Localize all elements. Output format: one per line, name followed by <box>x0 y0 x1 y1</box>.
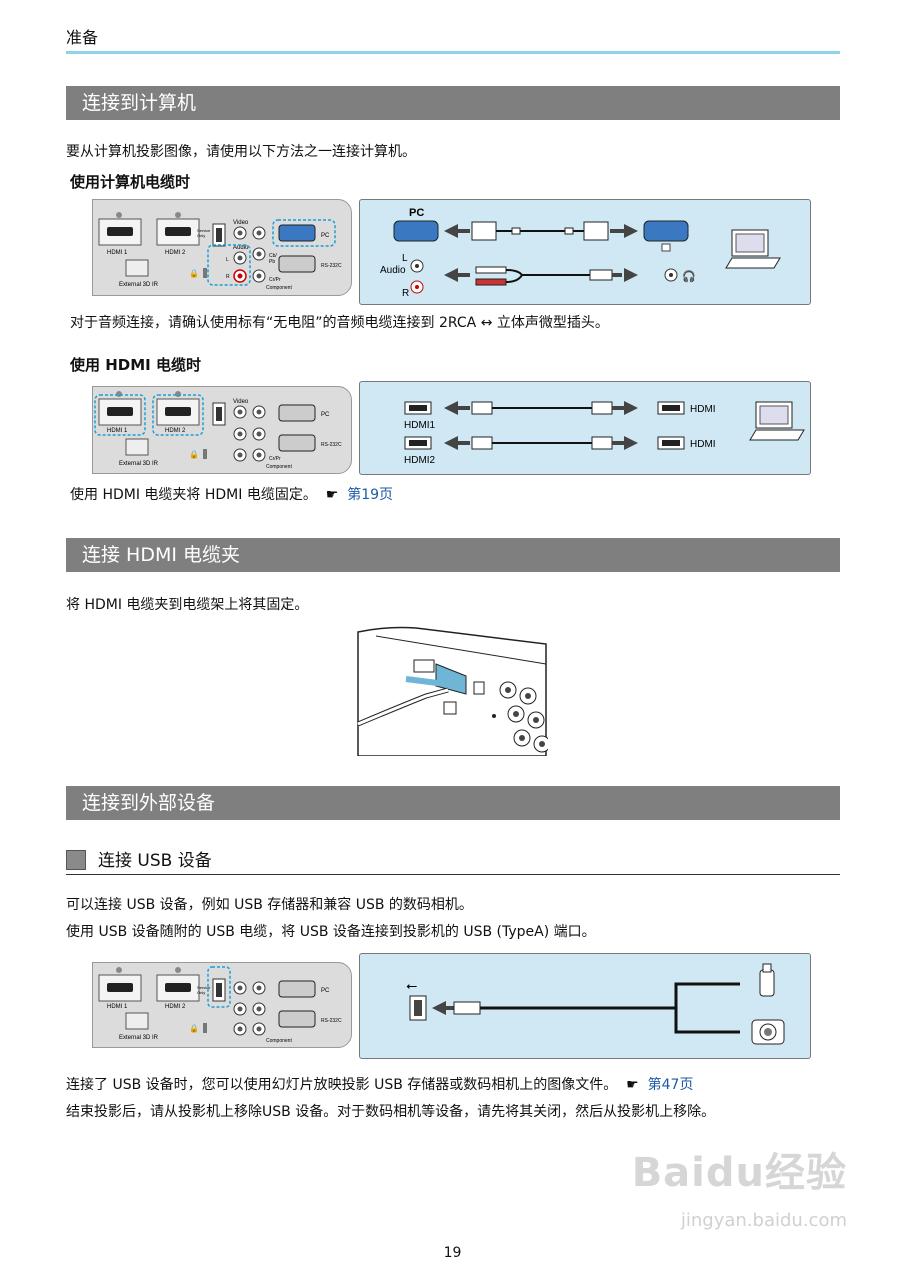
header-rule <box>66 51 840 54</box>
svg-text:🎧: 🎧 <box>682 270 696 283</box>
svg-text:HDMI 2: HDMI 2 <box>165 250 186 256</box>
svg-text:HDMI 1: HDMI 1 <box>107 250 128 256</box>
svg-text:Component: Component <box>266 1038 292 1044</box>
svg-text:RS-232C: RS-232C <box>321 1018 342 1024</box>
svg-text:HDMI 2: HDMI 2 <box>165 428 186 434</box>
svg-text:Pb: Pb <box>269 259 275 265</box>
usb-line-3-text: 连接了 USB 设备时，您可以使用幻灯片放映投影 USB 存储器或数码相机上的图… <box>66 1077 618 1093</box>
diagram-pc-label: PC <box>409 207 424 219</box>
pointing-hand-icon-2: ☛ <box>621 1077 644 1093</box>
svg-text:PC: PC <box>321 988 330 994</box>
hdmi-note-text: 使用 HDMI 电缆夹将 HDMI 电缆固定。 <box>70 487 317 503</box>
computer-intro: 要从计算机投影图像，请使用以下方法之一连接计算机。 <box>66 144 416 160</box>
clip-text: 将 HDMI 电缆夹到电缆架上将其固定。 <box>66 597 309 613</box>
svg-text:Audio: Audio <box>233 245 249 251</box>
svg-text:L: L <box>226 257 229 263</box>
usb-cable-diagram: ⭠ <box>359 953 811 1059</box>
svg-text:Cr/Pr: Cr/Pr <box>269 456 281 462</box>
diagram-hdmi-in-label-2: HDMI <box>690 439 716 450</box>
usb-line-1: 可以连接 USB 设备，例如 USB 存储器和兼容 USB 的数码相机。 <box>66 897 473 913</box>
svg-text:HDMI 2: HDMI 2 <box>165 1004 186 1010</box>
svg-text:RS-232C: RS-232C <box>321 263 342 269</box>
svg-text:R: R <box>226 274 230 280</box>
usb-subtitle: 连接 USB 设备 <box>98 851 212 871</box>
page-number: 19 <box>443 1245 462 1261</box>
svg-text:🔒: 🔒 <box>189 1024 199 1033</box>
svg-text:Service: Service <box>197 228 211 233</box>
section-title-clip: 连接 HDMI 电缆夹 <box>66 538 840 572</box>
diagram-audio-label: Audio <box>380 265 406 276</box>
usb-line-3: 连接了 USB 设备时，您可以使用幻灯片放映投影 USB 存储器或数码相机上的图… <box>66 1074 693 1096</box>
square-bullet-icon <box>66 850 86 870</box>
svg-text:HDMI 1: HDMI 1 <box>107 1004 128 1010</box>
hdmi-cable-diagram: HDMI1 HDMI HDMI2 HDMI <box>359 381 811 475</box>
svg-text:External 3D IR: External 3D IR <box>119 1035 159 1041</box>
svg-text:PC: PC <box>321 233 330 239</box>
svg-text:External 3D IR: External 3D IR <box>119 282 159 288</box>
usb-line-4: 结束投影后，请从投影机上移除USB 设备。对于数码相机等设备，请先将其关闭，然后… <box>66 1104 716 1120</box>
diagram-r-label: R <box>402 288 409 299</box>
svg-text:🔒: 🔒 <box>189 450 199 459</box>
svg-text:Component: Component <box>266 285 292 291</box>
svg-text:Only: Only <box>197 990 205 995</box>
diagram-hdmi-in-label: HDMI <box>690 404 716 415</box>
pc-cable-diagram: PC Audio L R 🎧 <box>359 199 811 305</box>
svg-text:External 3D IR: External 3D IR <box>119 461 159 467</box>
diagram-hdmi1-label: HDMI1 <box>404 420 436 431</box>
svg-text:🔒: 🔒 <box>189 269 199 278</box>
page-47-link[interactable]: 第47页 <box>647 1077 694 1093</box>
audio-note: 对于音频连接，请确认使用标有“无电阻”的音频电缆连接到 2RCA ↔ 立体声微型… <box>70 315 609 331</box>
section-title-external: 连接到外部设备 <box>66 786 840 820</box>
svg-text:Only: Only <box>197 233 205 238</box>
diagram-l-label: L <box>402 253 408 264</box>
section-title-computer: 连接到计算机 <box>66 86 840 120</box>
svg-text:HDMI 1: HDMI 1 <box>107 428 128 434</box>
hdmi-clip-note: 使用 HDMI 电缆夹将 HDMI 电缆固定。 ☛ 第19页 <box>70 484 393 506</box>
subtitle-computer-cable: 使用计算机电缆时 <box>70 173 191 191</box>
svg-text:RS-232C: RS-232C <box>321 442 342 448</box>
svg-text:Component: Component <box>266 464 292 470</box>
diagram-hdmi2-label: HDMI2 <box>404 455 436 466</box>
usb-symbol-icon: ⭠ <box>406 977 417 993</box>
subtitle-hdmi-cable: 使用 HDMI 电缆时 <box>70 356 201 374</box>
svg-text:Cr/Pr: Cr/Pr <box>269 277 281 283</box>
svg-text:Cb/: Cb/ <box>269 253 277 259</box>
svg-text:PC: PC <box>321 412 330 418</box>
svg-text:Service: Service <box>197 985 211 990</box>
usb-line-2: 使用 USB 设备随附的 USB 电缆，将 USB 设备连接到投影机的 USB … <box>66 924 596 940</box>
hdmi-clip-illustration <box>356 624 551 757</box>
watermark-url: jingyan.baidu.com <box>680 1210 847 1231</box>
projector-back-panel-hdmi: HDMI 1 HDMI 2 External 3D IR 🔒 Video Cr/… <box>92 386 352 474</box>
svg-text:Video: Video <box>233 220 249 226</box>
usb-subsection-header: 连接 USB 设备 <box>66 846 840 875</box>
watermark-brand: Baidu经验 <box>631 1150 847 1196</box>
svg-text:Video: Video <box>233 399 249 405</box>
running-title: 准备 <box>66 28 99 47</box>
pointing-hand-icon: ☛ <box>321 487 343 503</box>
page-19-link[interactable]: 第19页 <box>347 487 394 503</box>
